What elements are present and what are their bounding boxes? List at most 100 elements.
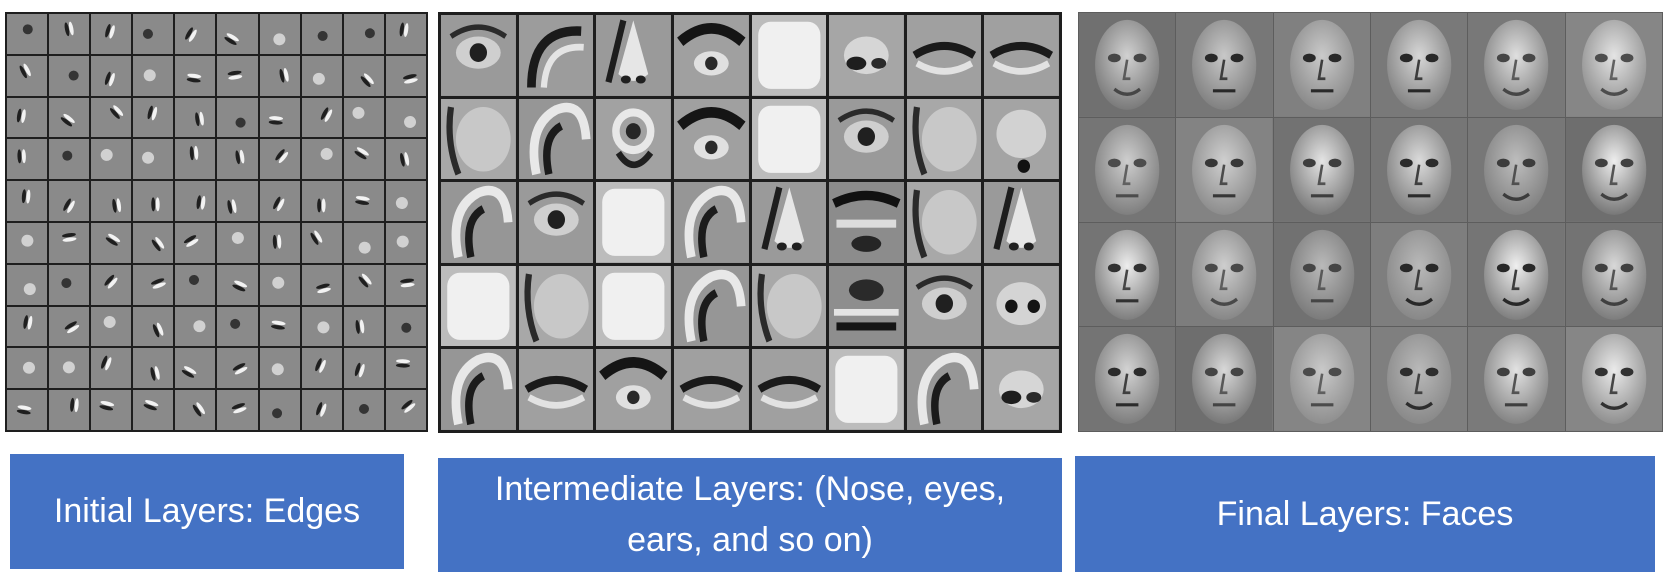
part-filter-cell: [829, 182, 904, 263]
edge-filter-cell: [49, 390, 90, 430]
part-filter-cell: [906, 349, 982, 430]
face-filter-cell: [1273, 13, 1370, 117]
face-filter-cell: [1565, 222, 1662, 327]
edge-filter-cell: [343, 97, 384, 138]
edge-filter-cell: [49, 264, 90, 305]
face-filter-cell: [1565, 13, 1662, 117]
edge-filter-cell: [175, 181, 216, 221]
edge-filter-cell: [7, 181, 48, 221]
edge-filter-cell: [91, 55, 132, 96]
part-filter-cell: [906, 98, 982, 180]
face-filter-cell: [1371, 13, 1468, 117]
edge-filter-cell: [91, 181, 132, 221]
part-filter-cell: [906, 265, 982, 347]
edge-filter-cell: [49, 222, 90, 263]
part-filter-cell: [518, 349, 594, 430]
edge-filter-cell: [343, 348, 384, 389]
part-filter-cell: [906, 182, 982, 263]
face-filter-cell: [1176, 222, 1273, 327]
part-filter-cell: [441, 182, 516, 263]
face-filter-cell: [1565, 327, 1662, 431]
edge-filter-cell: [385, 181, 426, 221]
part-filter-cell: [829, 349, 904, 430]
edge-filter-cell: [175, 14, 216, 54]
edge-filter-cell: [301, 14, 342, 54]
edge-filter-cell: [49, 139, 90, 180]
edge-filter-cell: [343, 306, 384, 347]
edge-filter-cell: [385, 306, 426, 347]
edge-filter-cell: [133, 55, 174, 96]
edge-filter-cell: [49, 348, 90, 389]
part-filter-cell: [751, 98, 827, 180]
part-filter-cell: [441, 265, 516, 347]
part-filter-cell: [673, 265, 749, 347]
caption-intermediate-layers-text: Intermediate Layers: (Nose, eyes, ears, …: [494, 470, 1006, 559]
edge-filter-cell: [7, 222, 48, 263]
edge-filter-cell: [217, 181, 258, 221]
edge-filter-cell: [7, 97, 48, 138]
edge-filter-cell: [259, 264, 300, 305]
face-filter-cell: [1468, 327, 1565, 431]
edge-filter-cell: [385, 390, 426, 430]
face-filter-cell: [1079, 327, 1176, 431]
face-filter-cell: [1371, 117, 1468, 222]
edge-filter-cell: [175, 97, 216, 138]
edge-filter-cell: [259, 390, 300, 430]
part-filter-cell: [596, 265, 671, 347]
face-filter-cell: [1273, 222, 1370, 327]
face-filter-cell: [1468, 117, 1565, 222]
edge-filter-cell: [301, 348, 342, 389]
face-filters-grid: [1078, 12, 1663, 432]
part-filter-cell: [751, 265, 827, 347]
part-filter-cell: [751, 15, 827, 96]
edge-filter-cell: [385, 139, 426, 180]
caption-initial-layers: Initial Layers: Edges: [10, 454, 404, 569]
part-filter-cell: [984, 182, 1059, 263]
edge-filter-cell: [259, 97, 300, 138]
part-filter-cell: [984, 98, 1059, 180]
caption-intermediate-layers: Intermediate Layers: (Nose, eyes, ears, …: [438, 458, 1062, 572]
face-filter-cell: [1079, 222, 1176, 327]
edge-filter-cell: [343, 55, 384, 96]
edge-filter-cell: [133, 264, 174, 305]
part-filter-cell: [829, 265, 904, 347]
edge-filter-cell: [301, 181, 342, 221]
part-filters-grid: [438, 12, 1062, 433]
edge-filter-cell: [7, 306, 48, 347]
edge-filter-cell: [175, 139, 216, 180]
edge-filter-cell: [91, 97, 132, 138]
part-filter-cell: [596, 182, 671, 263]
edge-filter-cell: [49, 306, 90, 347]
edge-filter-cell: [301, 97, 342, 138]
edge-filter-cell: [217, 222, 258, 263]
edge-filter-cell: [91, 222, 132, 263]
part-filter-cell: [829, 15, 904, 96]
edge-filter-cell: [175, 348, 216, 389]
edge-filter-cell: [217, 264, 258, 305]
edge-filter-cell: [385, 55, 426, 96]
edge-filter-cell: [385, 222, 426, 263]
face-filter-cell: [1273, 117, 1370, 222]
edge-filter-cell: [343, 139, 384, 180]
edge-filter-cell: [301, 264, 342, 305]
edge-filter-cell: [301, 222, 342, 263]
part-filter-cell: [441, 98, 516, 180]
caption-final-layers: Final Layers: Faces: [1075, 456, 1655, 572]
edge-filter-cell: [133, 139, 174, 180]
edge-filter-cell: [259, 139, 300, 180]
edge-filter-cell: [49, 55, 90, 96]
edge-filter-cell: [49, 181, 90, 221]
edge-filter-cell: [343, 264, 384, 305]
edge-filter-cell: [217, 390, 258, 430]
edge-filter-cell: [7, 139, 48, 180]
face-filter-cell: [1468, 222, 1565, 327]
edge-filter-cell: [91, 348, 132, 389]
edge-filter-cell: [385, 348, 426, 389]
part-filter-cell: [518, 98, 594, 180]
caption-initial-layers-text: Initial Layers: Edges: [53, 492, 361, 530]
edge-filter-cell: [7, 390, 48, 430]
edge-filter-cell: [217, 55, 258, 96]
edge-filter-cell: [385, 97, 426, 138]
edge-filter-cell: [175, 390, 216, 430]
face-filter-cell: [1371, 327, 1468, 431]
